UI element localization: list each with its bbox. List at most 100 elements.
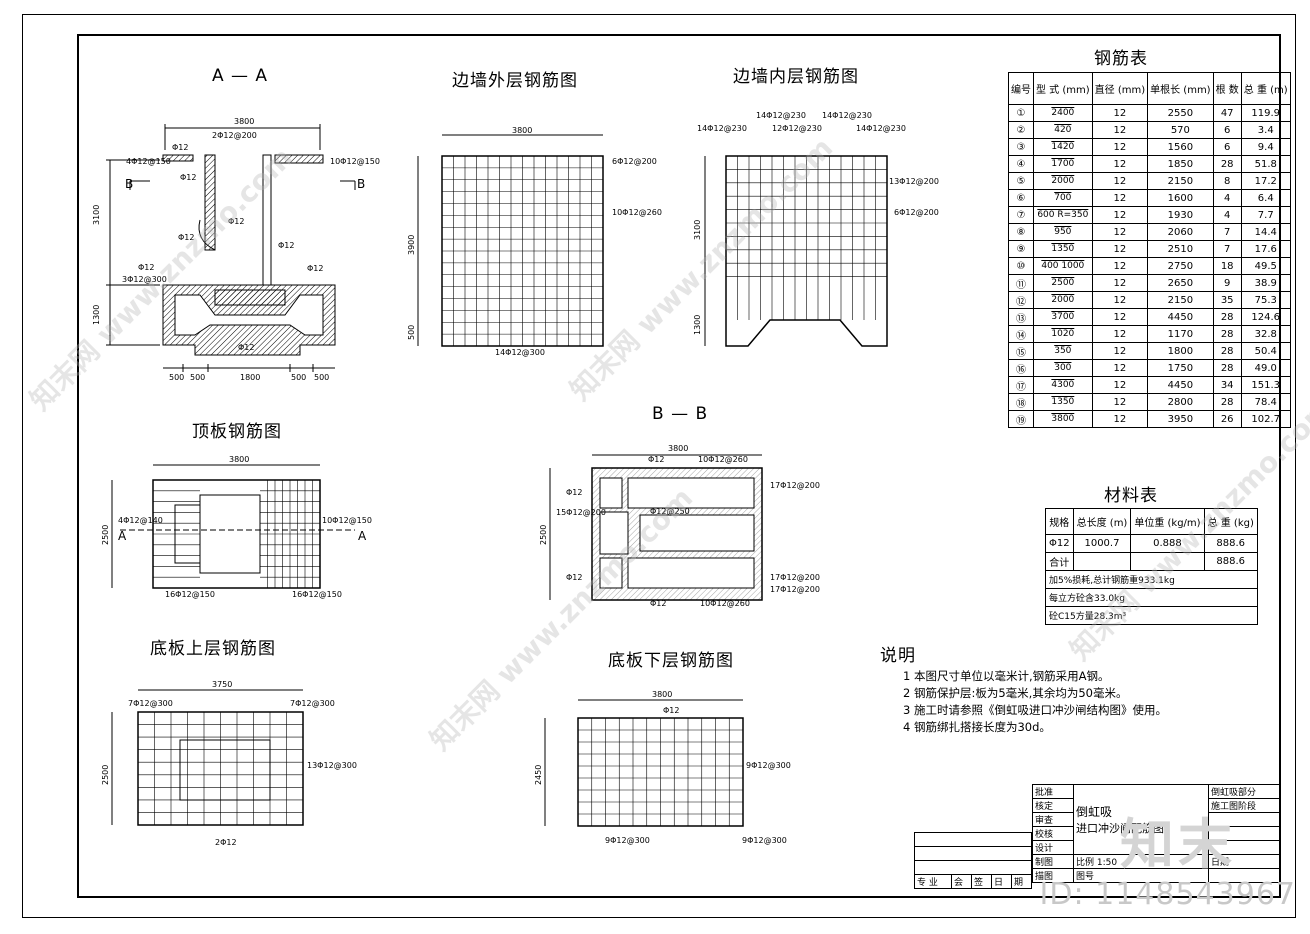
rebar-col-w: 总 重 (m) (1240, 72, 1291, 105)
title-aa: A — A (212, 66, 269, 86)
rebar-cell-no: ⑨ (1008, 240, 1034, 258)
mat-r2-c2 (1072, 552, 1132, 571)
rebar-cell-n: 4 (1212, 189, 1242, 207)
rebar-cell-no: ⑥ (1008, 189, 1034, 207)
rebar-cell-len: 570 (1147, 121, 1214, 139)
rebar-cell-no: ⑬ (1008, 308, 1034, 326)
rebar-cell-n: 35 (1212, 291, 1242, 309)
title-bb: B — B (652, 404, 709, 424)
rebar-cell-n: 26 (1212, 410, 1242, 428)
tb-name1: 倒虹吸 (1076, 805, 1113, 819)
iw-r1-label: 13Φ12@200 (889, 177, 939, 186)
tb-row-2: 核定 (1032, 798, 1074, 813)
mat-r1-c1: Φ12 (1045, 534, 1074, 553)
mat-note1: 加5%损耗,总计钢筋重933.1kg (1045, 570, 1258, 589)
rebar-cell-no: ① (1008, 104, 1034, 122)
rebar-cell-shape: 1420 (1033, 138, 1093, 156)
rebar-cell-d: 12 (1091, 155, 1149, 173)
tb-project-name: 倒虹吸 进口冲沙闸配筋图 (1073, 784, 1209, 855)
rebar-cell-len: 2750 (1147, 257, 1214, 275)
rebar-cell-n: 28 (1212, 393, 1242, 411)
rebar-cell-d: 12 (1091, 121, 1149, 139)
rebar-cell-n: 28 (1212, 325, 1242, 343)
rebar-cell-n: 28 (1212, 308, 1242, 326)
iw-t5-label: 14Φ12@230 (856, 124, 906, 133)
rebar-cell-d: 12 (1091, 393, 1149, 411)
bb-h-dim: 2500 (539, 525, 548, 545)
iw-h1-dim: 3100 (693, 220, 702, 240)
rebar-cell-d: 12 (1091, 410, 1149, 428)
rebar-cell-w: 102.7 (1240, 410, 1291, 428)
rebar-cell-len: 2650 (1147, 274, 1214, 292)
sign-5: 期 (1010, 874, 1033, 889)
rebar-cell-no: ⑯ (1008, 359, 1034, 377)
ow-width-dim: 3800 (512, 126, 532, 135)
rebar-cell-n: 4 (1212, 206, 1242, 224)
mat-h4: 总 重 (kg) (1203, 508, 1258, 535)
aa-m2-label: Φ12 (278, 241, 294, 250)
aa-r1-label: 10Φ12@150 (330, 157, 380, 166)
tb-proj1: 倒虹吸部分 (1208, 784, 1280, 799)
bb-r2-label: 17Φ12@200 (770, 573, 820, 582)
rebar-cell-shape: 2400 (1033, 104, 1093, 122)
rebar-cell-d: 12 (1091, 189, 1149, 207)
mat-r1-c2: 1000.7 (1072, 534, 1132, 553)
ts-a-left: A (118, 529, 127, 543)
bl-width-dim: 3800 (652, 690, 672, 699)
section-bb (549, 454, 763, 601)
rebar-cell-shape: 3700 (1033, 308, 1093, 326)
rebar-cell-d: 12 (1091, 274, 1149, 292)
rebar-cell-d: 12 (1091, 257, 1149, 275)
tb-row-3: 审查 (1032, 812, 1074, 827)
rebar-col-d: 直径 (mm) (1091, 72, 1149, 105)
rebar-cell-no: ② (1008, 121, 1034, 139)
rebar-cell-len: 2550 (1147, 104, 1214, 122)
mat-note3: 砼C15方量28.3m³ (1045, 606, 1258, 625)
note-line: 4 钢筋绑扎搭接长度为30d。 (903, 720, 1051, 734)
bl-b2-label: 9Φ12@300 (742, 836, 787, 845)
bl-h-dim: 2450 (534, 765, 543, 785)
rebar-cell-n: 7 (1212, 240, 1242, 258)
rebar-cell-w: 51.8 (1240, 155, 1291, 173)
rebar-cell-w: 6.4 (1240, 189, 1291, 207)
ow-h2-dim: 500 (407, 325, 416, 340)
rebar-cell-n: 34 (1212, 376, 1242, 394)
ts-r-label: 10Φ12@150 (322, 516, 372, 525)
ts-b1-label: 16Φ12@150 (165, 590, 215, 599)
iw-t1-label: 14Φ12@230 (756, 111, 806, 120)
aa-b2-dim: 500 (190, 373, 205, 382)
aa-l6-label: 3Φ12@300 (122, 275, 167, 284)
sign-block: 专 业 会 签 日 期 (914, 832, 1033, 889)
rebar-cell-len: 4450 (1147, 376, 1214, 394)
aa-width-dim: 3800 (234, 117, 254, 126)
bu-t2-label: 7Φ12@300 (290, 699, 335, 708)
aa-top-label: 2Φ12@200 (212, 131, 257, 140)
drawing-inner-border (77, 34, 1281, 898)
ow-b-label: 14Φ12@300 (495, 348, 545, 357)
rebar-cell-w: 49.5 (1240, 257, 1291, 275)
sign-4: 日 (990, 874, 1012, 889)
ow-r2-label: 10Φ12@260 (612, 208, 662, 217)
iw-t3-label: 12Φ12@230 (772, 124, 822, 133)
rebar-cell-len: 2150 (1147, 172, 1214, 190)
rebar-cell-d: 12 (1091, 172, 1149, 190)
title-rebar-table: 钢筋表 (1094, 49, 1148, 69)
tb-scale-value: 1:50 (1096, 858, 1118, 868)
bb-r1-label: 17Φ12@200 (770, 481, 820, 490)
mat-r2-c3 (1130, 552, 1205, 571)
rebar-cell-len: 1750 (1147, 359, 1214, 377)
outer-wall-grid (417, 134, 604, 347)
rebar-cell-n: 8 (1212, 172, 1242, 190)
rebar-col-shape: 型 式 (mm) (1033, 72, 1093, 105)
rebar-cell-w: 7.7 (1240, 206, 1291, 224)
